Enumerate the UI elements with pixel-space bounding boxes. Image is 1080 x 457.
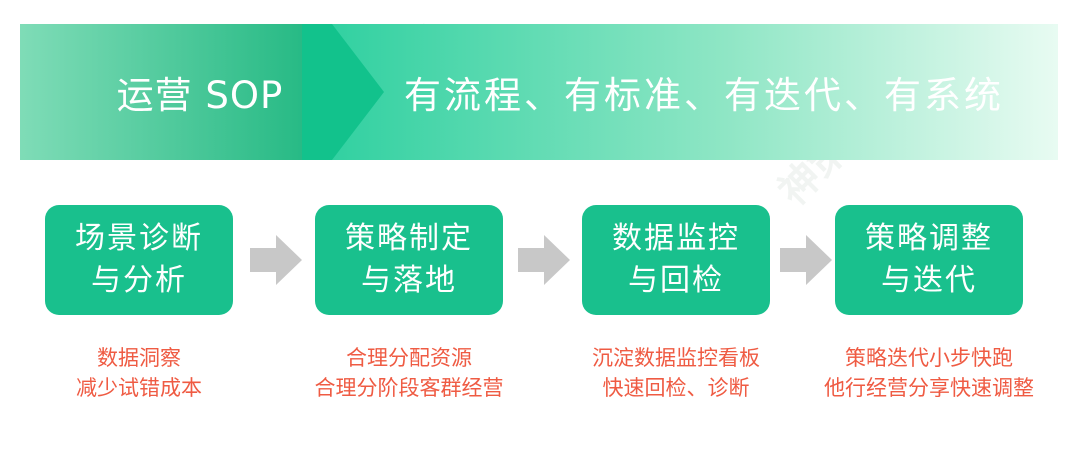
banner: 运营 SOP 有流程、有标准、有迭代、有系统 bbox=[20, 24, 1058, 160]
step-title-line1: 场景诊断 bbox=[75, 221, 203, 256]
step-description: 策略迭代小步快跑 他行经营分享快速调整 bbox=[799, 343, 1059, 403]
step-data-monitoring: 数据监控 与回检 bbox=[582, 205, 770, 315]
step-description: 合理分配资源 合理分阶段客群经营 bbox=[279, 343, 539, 403]
step-strategy-formulation: 策略制定 与落地 bbox=[315, 205, 503, 315]
step-title-line2: 与落地 bbox=[361, 263, 457, 298]
desc-line2: 减少试错成本 bbox=[76, 376, 202, 400]
step-title-line2: 与回检 bbox=[628, 263, 724, 298]
step-strategy-adjustment: 策略调整 与迭代 bbox=[835, 205, 1023, 315]
step-title-line2: 与分析 bbox=[91, 263, 187, 298]
step-description: 沉淀数据监控看板 快速回检、诊断 bbox=[546, 343, 806, 403]
desc-line1: 数据洞察 bbox=[97, 346, 181, 370]
desc-line2: 他行经营分享快速调整 bbox=[824, 376, 1034, 400]
desc-line1: 策略迭代小步快跑 bbox=[845, 346, 1013, 370]
desc-line1: 合理分配资源 bbox=[346, 346, 472, 370]
arrow-right-icon bbox=[780, 235, 832, 285]
desc-line2: 合理分阶段客群经营 bbox=[314, 376, 504, 400]
step-title-line1: 数据监控 bbox=[612, 221, 740, 256]
step-title-line1: 策略调整 bbox=[865, 221, 993, 256]
step-title-line1: 策略制定 bbox=[345, 221, 473, 256]
banner-tagline: 有流程、有标准、有迭代、有系统 bbox=[404, 74, 1004, 117]
desc-line1: 沉淀数据监控看板 bbox=[592, 346, 760, 370]
banner-title: 运营 SOP bbox=[116, 74, 284, 117]
desc-line2: 快速回检、诊断 bbox=[602, 376, 750, 400]
arrow-right-icon bbox=[518, 235, 570, 285]
step-description: 数据洞察 减少试错成本 bbox=[9, 343, 269, 403]
arrow-right-icon bbox=[250, 235, 302, 285]
step-title-line2: 与迭代 bbox=[881, 263, 977, 298]
banner-background bbox=[20, 24, 1058, 160]
step-scenario-diagnosis: 场景诊断 与分析 bbox=[45, 205, 233, 315]
